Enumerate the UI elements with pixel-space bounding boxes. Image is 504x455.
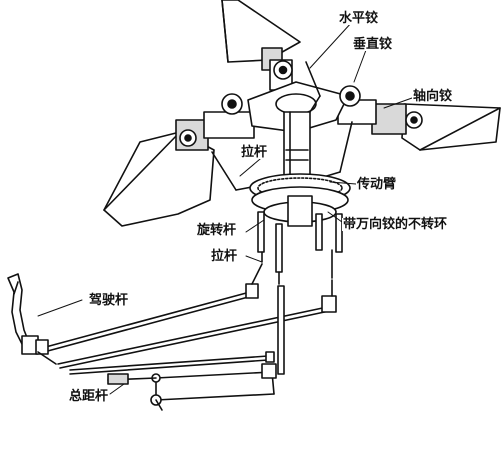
swashplate-rods bbox=[257, 211, 343, 285]
label-cyclic-stick: 驾驶杆 bbox=[88, 293, 130, 308]
leader-lines bbox=[37, 21, 413, 395]
cyclic-stick bbox=[7, 273, 57, 365]
label-lead-lag-hinge: 垂直铰 bbox=[352, 37, 394, 52]
label-pitch-link-lower: 拉杆 bbox=[210, 249, 239, 264]
control-linkage bbox=[41, 263, 337, 411]
label-collective-lever: 总距杆 bbox=[68, 389, 110, 404]
left-blade bbox=[103, 111, 255, 227]
label-feathering-hinge: 轴向铰 bbox=[412, 89, 454, 104]
label-drive-arm: 传动臂 bbox=[356, 177, 398, 192]
swashplate bbox=[249, 173, 351, 227]
label-stationary-ring: 带万向铰的不转环 bbox=[342, 217, 449, 232]
label-rotating-rod: 旋转杆 bbox=[196, 223, 238, 238]
label-flapping-hinge: 水平铰 bbox=[338, 11, 380, 26]
label-pitch-link-upper: 拉杆 bbox=[240, 145, 269, 160]
